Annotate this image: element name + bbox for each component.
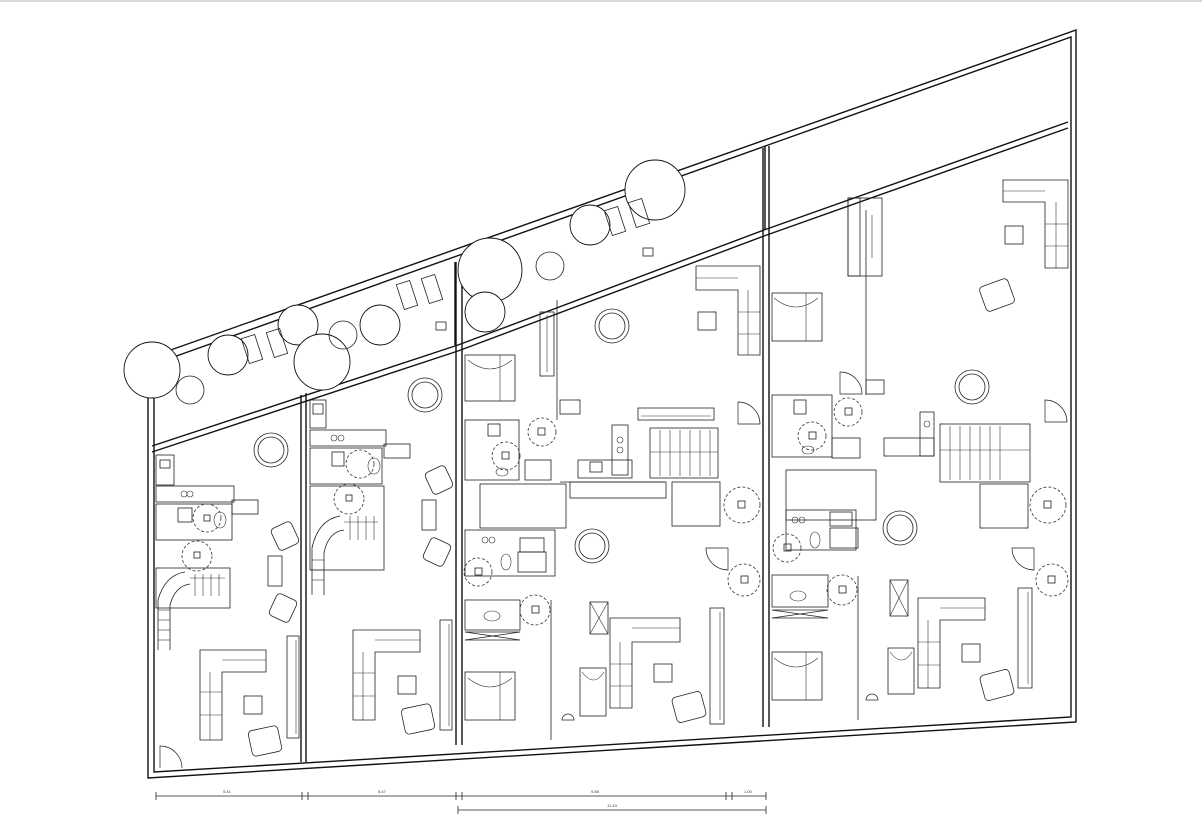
dimension-label-2: 5.47 bbox=[378, 789, 387, 794]
unit-1-interior bbox=[155, 432, 300, 769]
unit-3-4-interior bbox=[463, 265, 761, 740]
dimension-label-1: 5.41 bbox=[223, 789, 232, 794]
dimension-label-3: 9.88 bbox=[591, 789, 600, 794]
terrace-furniture bbox=[175, 197, 654, 405]
terrace-edge bbox=[151, 121, 1069, 453]
dimension-lines: 5.41 5.47 9.88 1.00 11.43 bbox=[155, 789, 767, 814]
unit-2-interior bbox=[309, 377, 454, 735]
dimension-label-total: 11.43 bbox=[607, 803, 617, 808]
garden-trees bbox=[123, 159, 686, 399]
party-walls bbox=[300, 146, 770, 762]
dimension-label-4: 1.00 bbox=[744, 789, 753, 794]
unit-5-6-interior bbox=[771, 179, 1069, 720]
